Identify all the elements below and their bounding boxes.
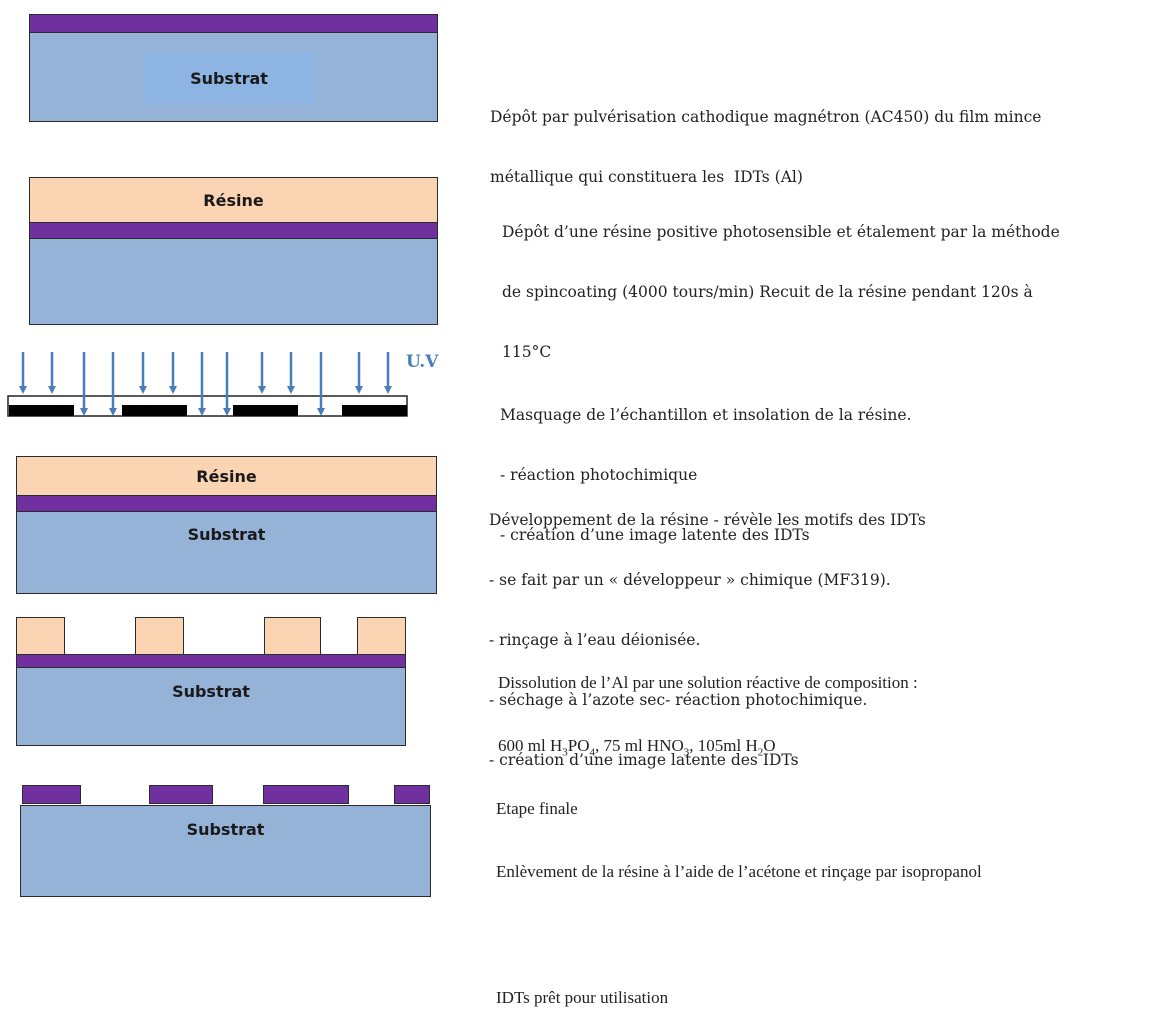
step-2-text: Dépôt d’une résine positive photosensibl… — [502, 182, 1060, 382]
resin-layer-4: Résine — [16, 456, 437, 497]
step-1-line-2: métallique qui constituera les IDTs (Al) — [490, 168, 803, 186]
step-4-line-3: - rinçage à l’eau déionisée. — [489, 631, 701, 649]
uv-exposure-drawing — [7, 352, 408, 417]
substrate-4: Substrat — [16, 511, 437, 594]
formula-a-sub2: 4 — [589, 746, 595, 759]
formula-c: , 105ml H — [689, 736, 758, 755]
uv-label: U.V — [406, 352, 439, 372]
idt-finger-3 — [263, 785, 349, 804]
substrate-6: Substrat — [20, 805, 431, 897]
step-5-text: Dissolution de l’Al par une solution réa… — [498, 630, 918, 784]
formula-a-sub1: 3 — [562, 746, 568, 759]
formula-b-sub: 3 — [683, 746, 690, 759]
mask-bar-3 — [233, 405, 298, 416]
formula-c-end: O — [763, 736, 776, 755]
resin-block-4 — [357, 617, 406, 656]
formula-c-sub: 2 — [757, 746, 764, 759]
step-3-line-2: - réaction photochimique — [500, 466, 698, 484]
step-4-line-1: Développement de la résine - révèle les … — [489, 511, 926, 529]
step-6-line-3 — [496, 924, 982, 945]
substrate-2 — [29, 238, 438, 325]
mask-bar-4 — [342, 405, 407, 416]
idt-finger-4 — [394, 785, 430, 804]
step-6-line-4: IDTs prêt pour utilisation — [496, 988, 669, 1007]
step-4-line-2: - se fait par un « développeur » chimiqu… — [489, 571, 891, 589]
formula-b: , 75 ml HNO — [594, 736, 684, 755]
step-6-text: Etape finale Enlèvement de la résine à l… — [496, 756, 982, 1029]
substrate-5: Substrat — [16, 667, 406, 746]
step-6-line-1: Etape finale — [496, 799, 578, 818]
step-5-formula: 600 ml H3PO4, 75 ml HNO3, 105ml H2O — [498, 735, 918, 763]
step-6-line-2: Enlèvement de la résine à l’aide de l’ac… — [496, 862, 982, 881]
step-2-line-3: 115°C — [502, 343, 552, 361]
step-5-line-1: Dissolution de l’Al par une solution réa… — [498, 673, 918, 692]
formula-a-mid: PO — [567, 736, 590, 755]
step-4-line-5: - création d’une image latente des IDTs — [489, 751, 799, 769]
step-3-line-3: - création d’une image latente des IDTs — [500, 526, 810, 544]
step-4-text: Développement de la résine - révèle les … — [489, 470, 926, 790]
resin-block-3 — [264, 617, 321, 656]
step-4-line-4: - séchage à l’azote sec- réaction photoc… — [489, 691, 868, 709]
mask-bar-1 — [9, 405, 74, 416]
mask-bar-2 — [122, 405, 187, 416]
resin-block-1 — [16, 617, 65, 656]
step-1-line-1: Dépôt par pulvérisation cathodique magné… — [490, 108, 1042, 126]
step-2-line-2: de spincoating (4000 tours/min) Recuit d… — [502, 283, 1033, 301]
step-3-line-1: Masquage de l’échantillon et insolation … — [500, 406, 912, 424]
resin-block-2 — [135, 617, 184, 656]
idt-finger-2 — [149, 785, 213, 804]
step-3-text: Masquage de l’échantillon et insolation … — [500, 365, 911, 565]
step-2-line-1: Dépôt d’une résine positive photosensibl… — [502, 223, 1060, 241]
substrate-label-1: Substrat — [143, 52, 315, 104]
formula-a: 600 ml H — [498, 736, 563, 755]
step-1-text: Dépôt par pulvérisation cathodique magné… — [490, 67, 1041, 207]
idt-finger-1 — [22, 785, 81, 804]
